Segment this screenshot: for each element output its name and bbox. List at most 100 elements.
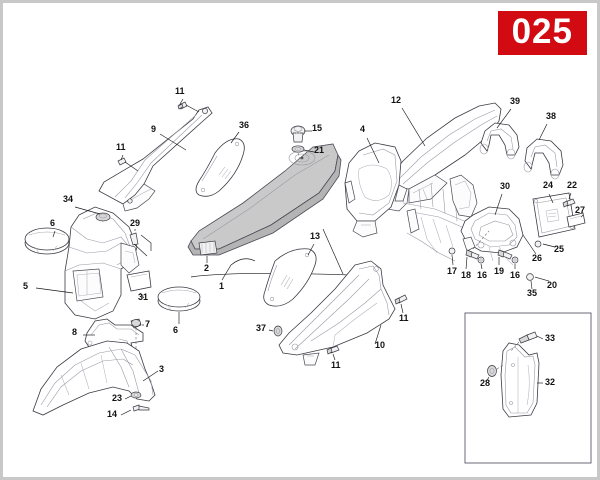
callout-23: 23 <box>112 393 123 403</box>
part-mask-screw-29 <box>129 229 148 257</box>
leader-1b <box>322 228 344 275</box>
part-chain-guard-grommet-28 <box>485 364 504 383</box>
part-seat <box>187 143 342 256</box>
callout-29: 29 <box>130 218 141 228</box>
callout-39: 39 <box>510 96 521 106</box>
part-left-side-trim <box>98 106 213 212</box>
part-mask-cap-34 <box>74 206 111 222</box>
callout-17: 17 <box>447 266 458 276</box>
callout-19: 19 <box>494 266 505 276</box>
part-headlight-mask <box>64 206 140 320</box>
hardware-washer-16b <box>511 256 519 269</box>
leader-cap-align <box>297 152 301 160</box>
leader-30 <box>494 193 503 216</box>
callout-5: 5 <box>23 281 29 291</box>
callout-11b: 11 <box>116 142 126 152</box>
callout-16a: 16 <box>477 270 488 280</box>
leader-24 <box>548 193 554 204</box>
callout-27: 27 <box>575 205 586 215</box>
callout-3: 3 <box>159 364 165 374</box>
callout-25: 25 <box>554 244 565 254</box>
part-cap-seal <box>291 145 305 153</box>
hardware-panel-screw-11c <box>394 294 408 314</box>
part-hose-clamp-6b <box>157 286 201 324</box>
callout-1: 1 <box>219 281 225 291</box>
callout-8: 8 <box>72 327 78 337</box>
hardware-flange-bolt-18 <box>465 249 480 270</box>
leader-9 <box>159 133 187 151</box>
part-trim-cover-31 <box>126 270 152 299</box>
leader-12 <box>401 107 426 147</box>
callout-7: 7 <box>145 319 151 329</box>
callout-22: 22 <box>567 180 578 190</box>
leader-1-brace <box>221 258 256 281</box>
hardware-collar-17 <box>448 247 456 266</box>
callout-20: 20 <box>547 280 558 290</box>
callout-9: 9 <box>151 124 157 134</box>
part-chain-guard-32 <box>500 342 540 418</box>
callout-6a: 6 <box>50 218 56 228</box>
part-holder-clip-25 <box>534 240 556 248</box>
leader-3 <box>142 370 159 382</box>
callout-11d: 11 <box>399 313 409 323</box>
callout-6b: 6 <box>173 325 179 335</box>
part-hose-clamp-6a <box>24 227 70 255</box>
callout-11: 11 <box>175 86 185 96</box>
callout-31: 31 <box>138 292 149 302</box>
callout-36: 36 <box>239 120 250 130</box>
part-right-side-panel <box>278 260 396 366</box>
leader-5 <box>35 287 74 294</box>
callout-26: 26 <box>532 253 543 263</box>
callout-28: 28 <box>480 378 491 388</box>
leader-39 <box>496 108 512 129</box>
part-tail-support-bracket <box>460 206 524 266</box>
hardware-washer-16a <box>477 256 485 270</box>
callout-24: 24 <box>543 180 554 190</box>
callout-18: 18 <box>461 270 472 280</box>
part-chain-guard-bolt-33 <box>510 331 544 352</box>
leader-36 <box>230 131 240 144</box>
hardware-screw-11-left <box>117 157 139 172</box>
leader-13 <box>307 243 315 256</box>
callout-35: 35 <box>527 288 538 298</box>
leader-11b <box>120 154 124 161</box>
leader-bracket-align <box>472 230 490 250</box>
leader-4 <box>366 137 380 164</box>
part-airbox-cover <box>344 142 408 238</box>
hardware-fender-washer-23 <box>124 391 142 400</box>
hardware-plate-screw-22 <box>562 192 576 208</box>
exploded-parts-diagram <box>24 98 592 464</box>
inset-detail-box <box>464 312 592 464</box>
callout-14: 14 <box>107 409 118 419</box>
callout-38: 38 <box>546 111 557 121</box>
leader-1-bracket <box>190 273 354 278</box>
part-side-emblem-plate <box>263 248 317 307</box>
callout-10: 10 <box>375 340 386 350</box>
callout-34: 34 <box>63 194 74 204</box>
part-license-plate-holder <box>532 192 576 238</box>
callout-4: 4 <box>360 124 366 134</box>
part-reflector-bracket <box>566 212 586 228</box>
callout-13: 13 <box>310 231 321 241</box>
callout-16b: 16 <box>510 270 521 280</box>
leader-29b <box>140 234 152 251</box>
page-number-badge: 025 <box>497 11 587 55</box>
part-number-plate-panel <box>195 138 245 197</box>
callout-32: 32 <box>545 377 556 387</box>
callout-33: 33 <box>545 333 556 343</box>
leader-10 <box>374 324 382 345</box>
part-grab-handle-right <box>523 138 564 180</box>
callout-37: 37 <box>256 323 267 333</box>
hardware-screw-11-top <box>177 101 200 113</box>
hardware-hex-bolt-19 <box>497 249 513 265</box>
callout-12: 12 <box>391 95 402 105</box>
leader-38 <box>538 123 548 141</box>
callout-15: 15 <box>312 123 323 133</box>
callout-21: 21 <box>314 145 325 155</box>
part-panel-grommet-37 <box>268 325 283 337</box>
part-front-fender <box>32 340 156 416</box>
part-nut-20 <box>526 273 550 282</box>
leader-21 <box>303 149 315 153</box>
leader-11a <box>179 98 184 105</box>
